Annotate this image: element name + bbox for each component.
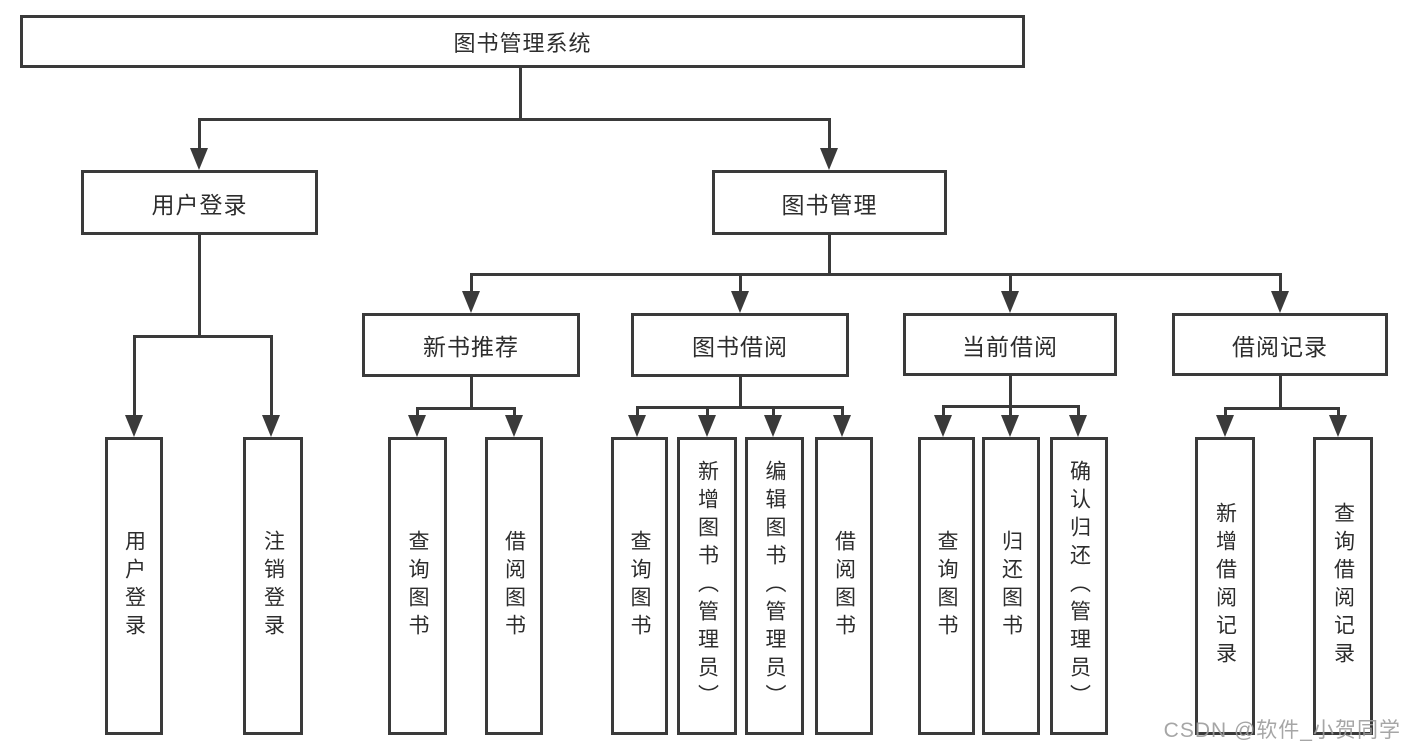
connector-bracket xyxy=(636,406,844,409)
arrowhead-down-icon xyxy=(1329,415,1347,437)
leaf-label: 确认归还（管理员） xyxy=(1067,460,1091,712)
leaf-label: 查询图书 xyxy=(406,530,429,642)
arrowhead-down-icon xyxy=(1001,291,1019,313)
leaf-records-query-borrow-record: 查询借阅记录 xyxy=(1313,437,1373,735)
connector-arrow-shaft xyxy=(1009,273,1012,295)
node-user-login: 用户登录 xyxy=(81,170,318,235)
arrowhead-down-icon xyxy=(764,415,782,437)
leaf-borrowing-edit-books-admin: 编辑图书（管理员） xyxy=(745,437,804,735)
leaf-label: 注销登录 xyxy=(261,530,285,642)
connector-arrow-shaft xyxy=(470,273,473,295)
node-book-borrowing: 图书借阅 xyxy=(631,313,849,377)
connector-stem xyxy=(1009,376,1012,408)
node-label: 借阅记录 xyxy=(1232,333,1328,360)
leaf-label: 新增图书（管理员） xyxy=(695,460,719,712)
connector-arrow-shaft xyxy=(198,118,201,152)
leaf-label: 查询图书 xyxy=(628,530,651,642)
arrowhead-down-icon xyxy=(833,415,851,437)
connector-stem xyxy=(198,235,201,338)
connector-stem xyxy=(519,66,522,121)
connector-arrow-shaft xyxy=(1337,407,1340,419)
arrowhead-down-icon xyxy=(628,415,646,437)
leaf-records-add-borrow-record: 新增借阅记录 xyxy=(1195,437,1255,735)
connector-arrow-shaft xyxy=(942,405,945,419)
leaf-current-return-books: 归还图书 xyxy=(982,437,1040,735)
arrowhead-down-icon xyxy=(1271,291,1289,313)
node-label: 图书管理 xyxy=(781,191,878,218)
leaf-label: 借阅图书 xyxy=(502,530,526,642)
connector-bracket xyxy=(1224,407,1340,410)
arrowhead-down-icon xyxy=(1069,415,1087,437)
leaf-label: 新增借阅记录 xyxy=(1213,502,1237,670)
connector-arrow-shaft xyxy=(772,406,775,419)
leaf-label: 查询借阅记录 xyxy=(1331,502,1355,670)
leaf-logout-login: 注销登录 xyxy=(243,437,303,735)
connector-stem xyxy=(739,377,742,409)
connector-arrow-shaft xyxy=(636,406,639,419)
connector-bracket xyxy=(416,407,516,410)
connector-arrow-shaft xyxy=(416,407,419,419)
leaf-label: 归还图书 xyxy=(999,530,1023,642)
connector-arrow-shaft xyxy=(1279,273,1282,295)
connector-stem xyxy=(470,377,473,410)
connector-arrow-shaft xyxy=(513,407,516,419)
arrowhead-down-icon xyxy=(1216,415,1234,437)
connector-arrow-shaft xyxy=(706,406,709,419)
arrowhead-down-icon xyxy=(505,415,523,437)
leaf-user-login: 用户登录 xyxy=(105,437,163,735)
connector-arrow-shaft xyxy=(1077,405,1080,419)
connector-bracket xyxy=(198,118,831,121)
arrowhead-down-icon xyxy=(934,415,952,437)
arrowhead-down-icon xyxy=(698,415,716,437)
leaf-label: 查询图书 xyxy=(935,530,958,642)
arrowhead-down-icon xyxy=(1001,415,1019,437)
leaf-borrowing-query-books: 查询图书 xyxy=(611,437,668,735)
arrowhead-down-icon xyxy=(820,148,838,170)
connector-stem xyxy=(828,235,831,276)
connector-arrow-shaft xyxy=(841,406,844,419)
leaf-label: 借阅图书 xyxy=(832,530,856,642)
leaf-label: 用户登录 xyxy=(122,530,146,642)
arrowhead-down-icon xyxy=(190,148,208,170)
node-new-book-recommend: 新书推荐 xyxy=(362,313,580,377)
leaf-current-confirm-return-admin: 确认归还（管理员） xyxy=(1050,437,1108,735)
arrowhead-down-icon xyxy=(731,291,749,313)
arrowhead-down-icon xyxy=(262,415,280,437)
node-book-management: 图书管理 xyxy=(712,170,947,235)
leaf-recommend-query-books: 查询图书 xyxy=(388,437,447,735)
connector-stem xyxy=(1279,376,1282,410)
connector-arrow-shaft xyxy=(1009,405,1012,419)
leaf-borrowing-borrow-books: 借阅图书 xyxy=(815,437,873,735)
connector-arrow-shaft xyxy=(1224,407,1227,419)
node-current-borrowing: 当前借阅 xyxy=(903,313,1117,376)
connector-bracket xyxy=(133,335,273,338)
node-label: 当前借阅 xyxy=(962,333,1058,360)
leaf-label: 编辑图书（管理员） xyxy=(763,460,786,712)
arrowhead-down-icon xyxy=(462,291,480,313)
connector-arrow-shaft xyxy=(270,335,273,419)
node-label: 图书借阅 xyxy=(692,334,788,360)
node-library-management-system: 图书管理系统 xyxy=(20,15,1025,68)
csdn-watermark: CSDN @软件_小贺同学 xyxy=(1163,719,1401,742)
arrowhead-down-icon xyxy=(408,415,426,437)
node-label: 用户登录 xyxy=(151,191,248,218)
leaf-borrowing-add-books-admin: 新增图书（管理员） xyxy=(677,437,737,735)
connector-arrow-shaft xyxy=(739,273,742,295)
node-label: 新书推荐 xyxy=(423,334,519,360)
node-borrowing-records: 借阅记录 xyxy=(1172,313,1388,376)
leaf-current-query-books: 查询图书 xyxy=(918,437,975,735)
node-label: 图书管理系统 xyxy=(453,30,592,56)
arrowhead-down-icon xyxy=(125,415,143,437)
connector-arrow-shaft xyxy=(828,118,831,152)
connector-arrow-shaft xyxy=(133,335,136,419)
leaf-recommend-borrow-books: 借阅图书 xyxy=(485,437,543,735)
connector-bracket xyxy=(470,273,1282,276)
